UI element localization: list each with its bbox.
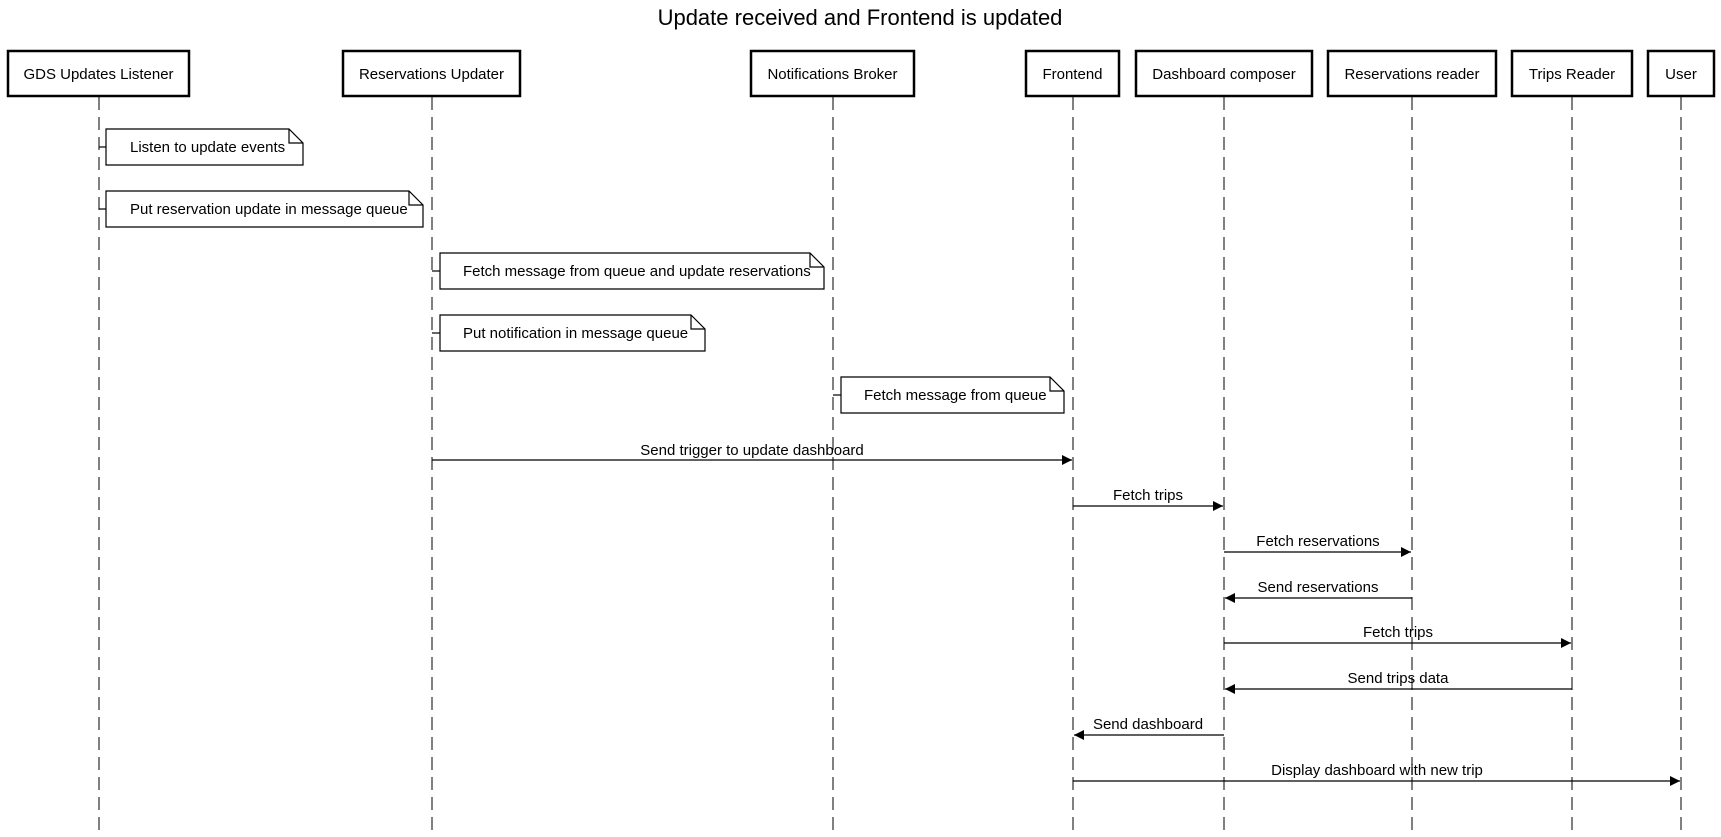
participant-box — [1326, 49, 1498, 98]
message-send-dashboard: Send dashboard — [1074, 716, 1224, 740]
diagram-title: Update received and Frontend is updated — [658, 5, 1063, 30]
note-text: Put reservation update in message queue — [130, 201, 408, 218]
message-display-dashboard: Display dashboard with new trip — [1073, 762, 1680, 786]
participant-box — [1510, 49, 1634, 98]
participant-label: Reservations Updater — [359, 66, 504, 83]
participant-dashboard-composer: Dashboard composer — [1134, 49, 1314, 98]
participant-frontend: Frontend — [1024, 49, 1121, 98]
note-fold — [288, 129, 303, 144]
note-box — [439, 314, 706, 352]
note-broker-fetch: Fetch message from queue — [833, 376, 1065, 414]
message-label: Send trigger to update dashboard — [640, 442, 864, 459]
note-fold — [1049, 377, 1064, 392]
note-box — [105, 128, 304, 166]
participant-label: Dashboard composer — [1152, 66, 1295, 83]
participant-reservations-updater: Reservations Updater — [341, 49, 522, 98]
message-label: Send reservations — [1258, 579, 1379, 596]
note-put-reservation-update: Put reservation update in message queue — [99, 190, 424, 228]
participant-box — [1024, 49, 1121, 98]
participant-label: GDS Updates Listener — [23, 66, 173, 83]
message-label: Fetch trips — [1363, 624, 1433, 641]
participant-label: Notifications Broker — [767, 66, 897, 83]
messages: Send trigger to update dashboard Fetch t… — [432, 442, 1680, 786]
participant-box — [749, 49, 916, 98]
participant-gds-updates-listener: GDS Updates Listener — [6, 49, 191, 98]
note-text: Fetch message from queue and update rese… — [463, 263, 811, 280]
note-fold — [809, 253, 824, 268]
participant-box — [6, 49, 191, 98]
note-text: Listen to update events — [130, 139, 285, 156]
participant-trips-reader: Trips Reader — [1510, 49, 1634, 98]
message-label: Display dashboard with new trip — [1271, 762, 1483, 779]
note-fold — [408, 191, 423, 206]
note-box — [439, 252, 825, 290]
participant-notifications-broker: Notifications Broker — [749, 49, 916, 98]
note-text: Fetch message from queue — [864, 387, 1047, 404]
note-text: Put notification in message queue — [463, 325, 688, 342]
participant-label: Frontend — [1042, 66, 1102, 83]
note-box — [105, 190, 424, 228]
note-box — [840, 376, 1065, 414]
notes: Listen to update events Put reservation … — [99, 128, 1065, 414]
message-fetch-trips-composer: Fetch trips — [1224, 624, 1571, 648]
lifelines — [98, 97, 1682, 837]
message-send-reservations: Send reservations — [1225, 579, 1412, 603]
message-fetch-trips-frontend: Fetch trips — [1073, 487, 1223, 511]
participant-box — [1134, 49, 1314, 98]
participant-reservations-reader: Reservations reader — [1326, 49, 1498, 98]
participants: GDS Updates Listener Reservations Update… — [6, 49, 1716, 98]
participant-label: User — [1665, 66, 1697, 83]
message-label: Fetch trips — [1113, 487, 1183, 504]
note-listen-events: Listen to update events — [99, 128, 304, 166]
note-fold — [690, 315, 705, 330]
note-put-notification: Put notification in message queue — [432, 314, 706, 352]
participant-box — [1646, 49, 1716, 98]
participant-user: User — [1646, 49, 1716, 98]
message-send-trips-data: Send trips data — [1225, 670, 1572, 694]
note-fetch-and-update: Fetch message from queue and update rese… — [432, 252, 825, 290]
participant-label: Trips Reader — [1529, 66, 1615, 83]
message-label: Send dashboard — [1093, 716, 1203, 733]
message-fetch-reservations: Fetch reservations — [1224, 533, 1411, 557]
participant-box — [341, 49, 522, 98]
message-label: Fetch reservations — [1256, 533, 1379, 550]
participant-label: Reservations reader — [1344, 66, 1479, 83]
message-label: Send trips data — [1348, 670, 1450, 687]
message-send-trigger: Send trigger to update dashboard — [432, 442, 1072, 465]
